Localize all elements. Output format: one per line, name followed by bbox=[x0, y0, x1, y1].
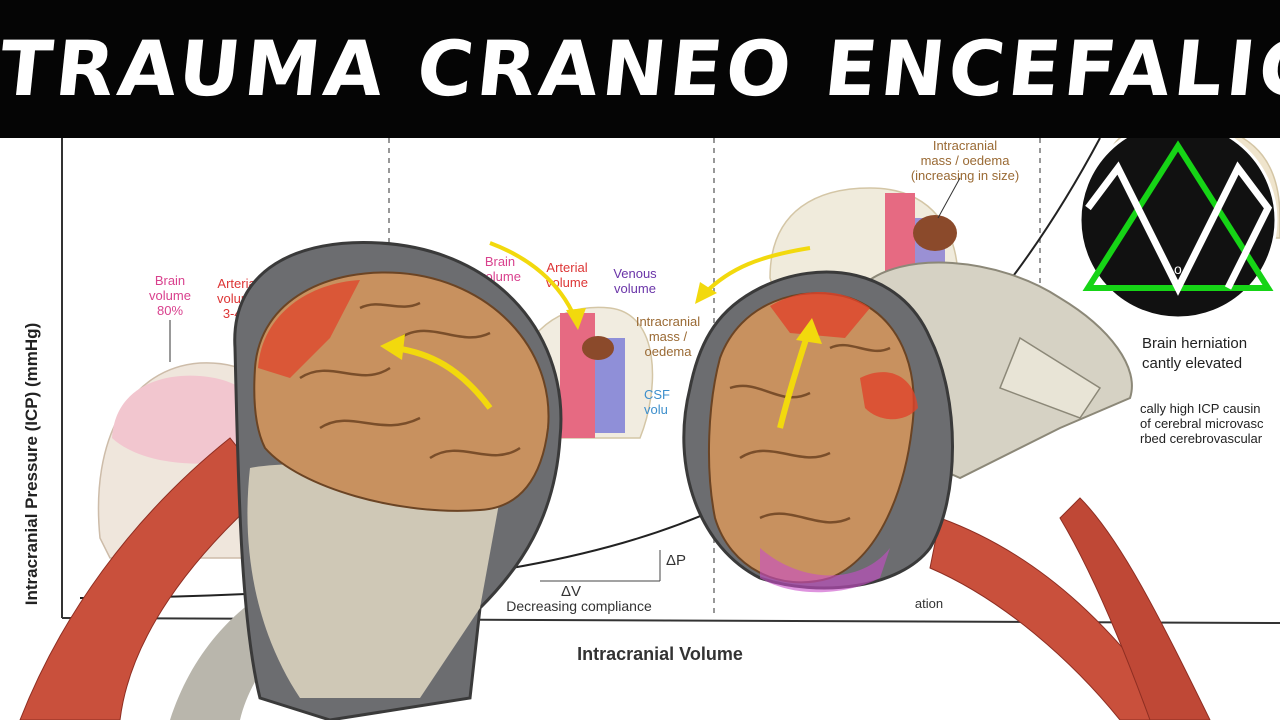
right-herniation-zone bbox=[760, 548, 890, 593]
right-arrowhead bbox=[796, 318, 822, 344]
left-brain-swelling bbox=[258, 280, 360, 378]
right-brain-folds bbox=[729, 343, 891, 524]
left-arrowhead bbox=[380, 334, 405, 360]
triangle-logo: o bbox=[1078, 138, 1278, 320]
mass-pointer-3 bbox=[937, 177, 961, 219]
logo-white-zigzag bbox=[1085, 161, 1273, 296]
right-rear-muscle bbox=[1059, 497, 1211, 720]
video-title: TRAUMA CRANEO ENCEFALICO bbox=[0, 24, 1280, 113]
chart-oedema-3 bbox=[913, 215, 957, 251]
left-skull bbox=[247, 464, 500, 698]
chart-arrow-2 bbox=[703, 246, 811, 295]
logo-letter: o bbox=[1174, 261, 1182, 277]
left-brain-folds bbox=[299, 301, 521, 460]
chart-arrowhead-2 bbox=[695, 282, 717, 304]
partial-label-3: ation bbox=[914, 596, 944, 611]
right-jaw bbox=[999, 336, 1102, 419]
chart-oedema-2 bbox=[582, 336, 614, 360]
title-banner: TRAUMA CRANEO ENCEFALICO bbox=[0, 0, 1280, 138]
chart-arrow-1 bbox=[489, 241, 577, 319]
left-neck-muscle bbox=[19, 437, 271, 720]
anatomy-illustration bbox=[19, 240, 1211, 720]
medical-scene: Intracranial Pressure (ICP) (mmHg) Intra… bbox=[0, 138, 1280, 720]
delta-v-label: ΔV bbox=[560, 583, 582, 600]
compliance-label: Decreasing compliance bbox=[506, 598, 652, 614]
delta-p-label: ΔP bbox=[666, 552, 687, 569]
x-axis-label: Intracranial Volume bbox=[577, 644, 743, 664]
right-cerebellum-swelling bbox=[860, 372, 918, 420]
right-brain-swelling bbox=[770, 292, 870, 338]
chart-arrowhead-1 bbox=[566, 308, 586, 330]
chart-mass-2 bbox=[560, 313, 595, 438]
left-brain-arrow bbox=[394, 345, 493, 410]
